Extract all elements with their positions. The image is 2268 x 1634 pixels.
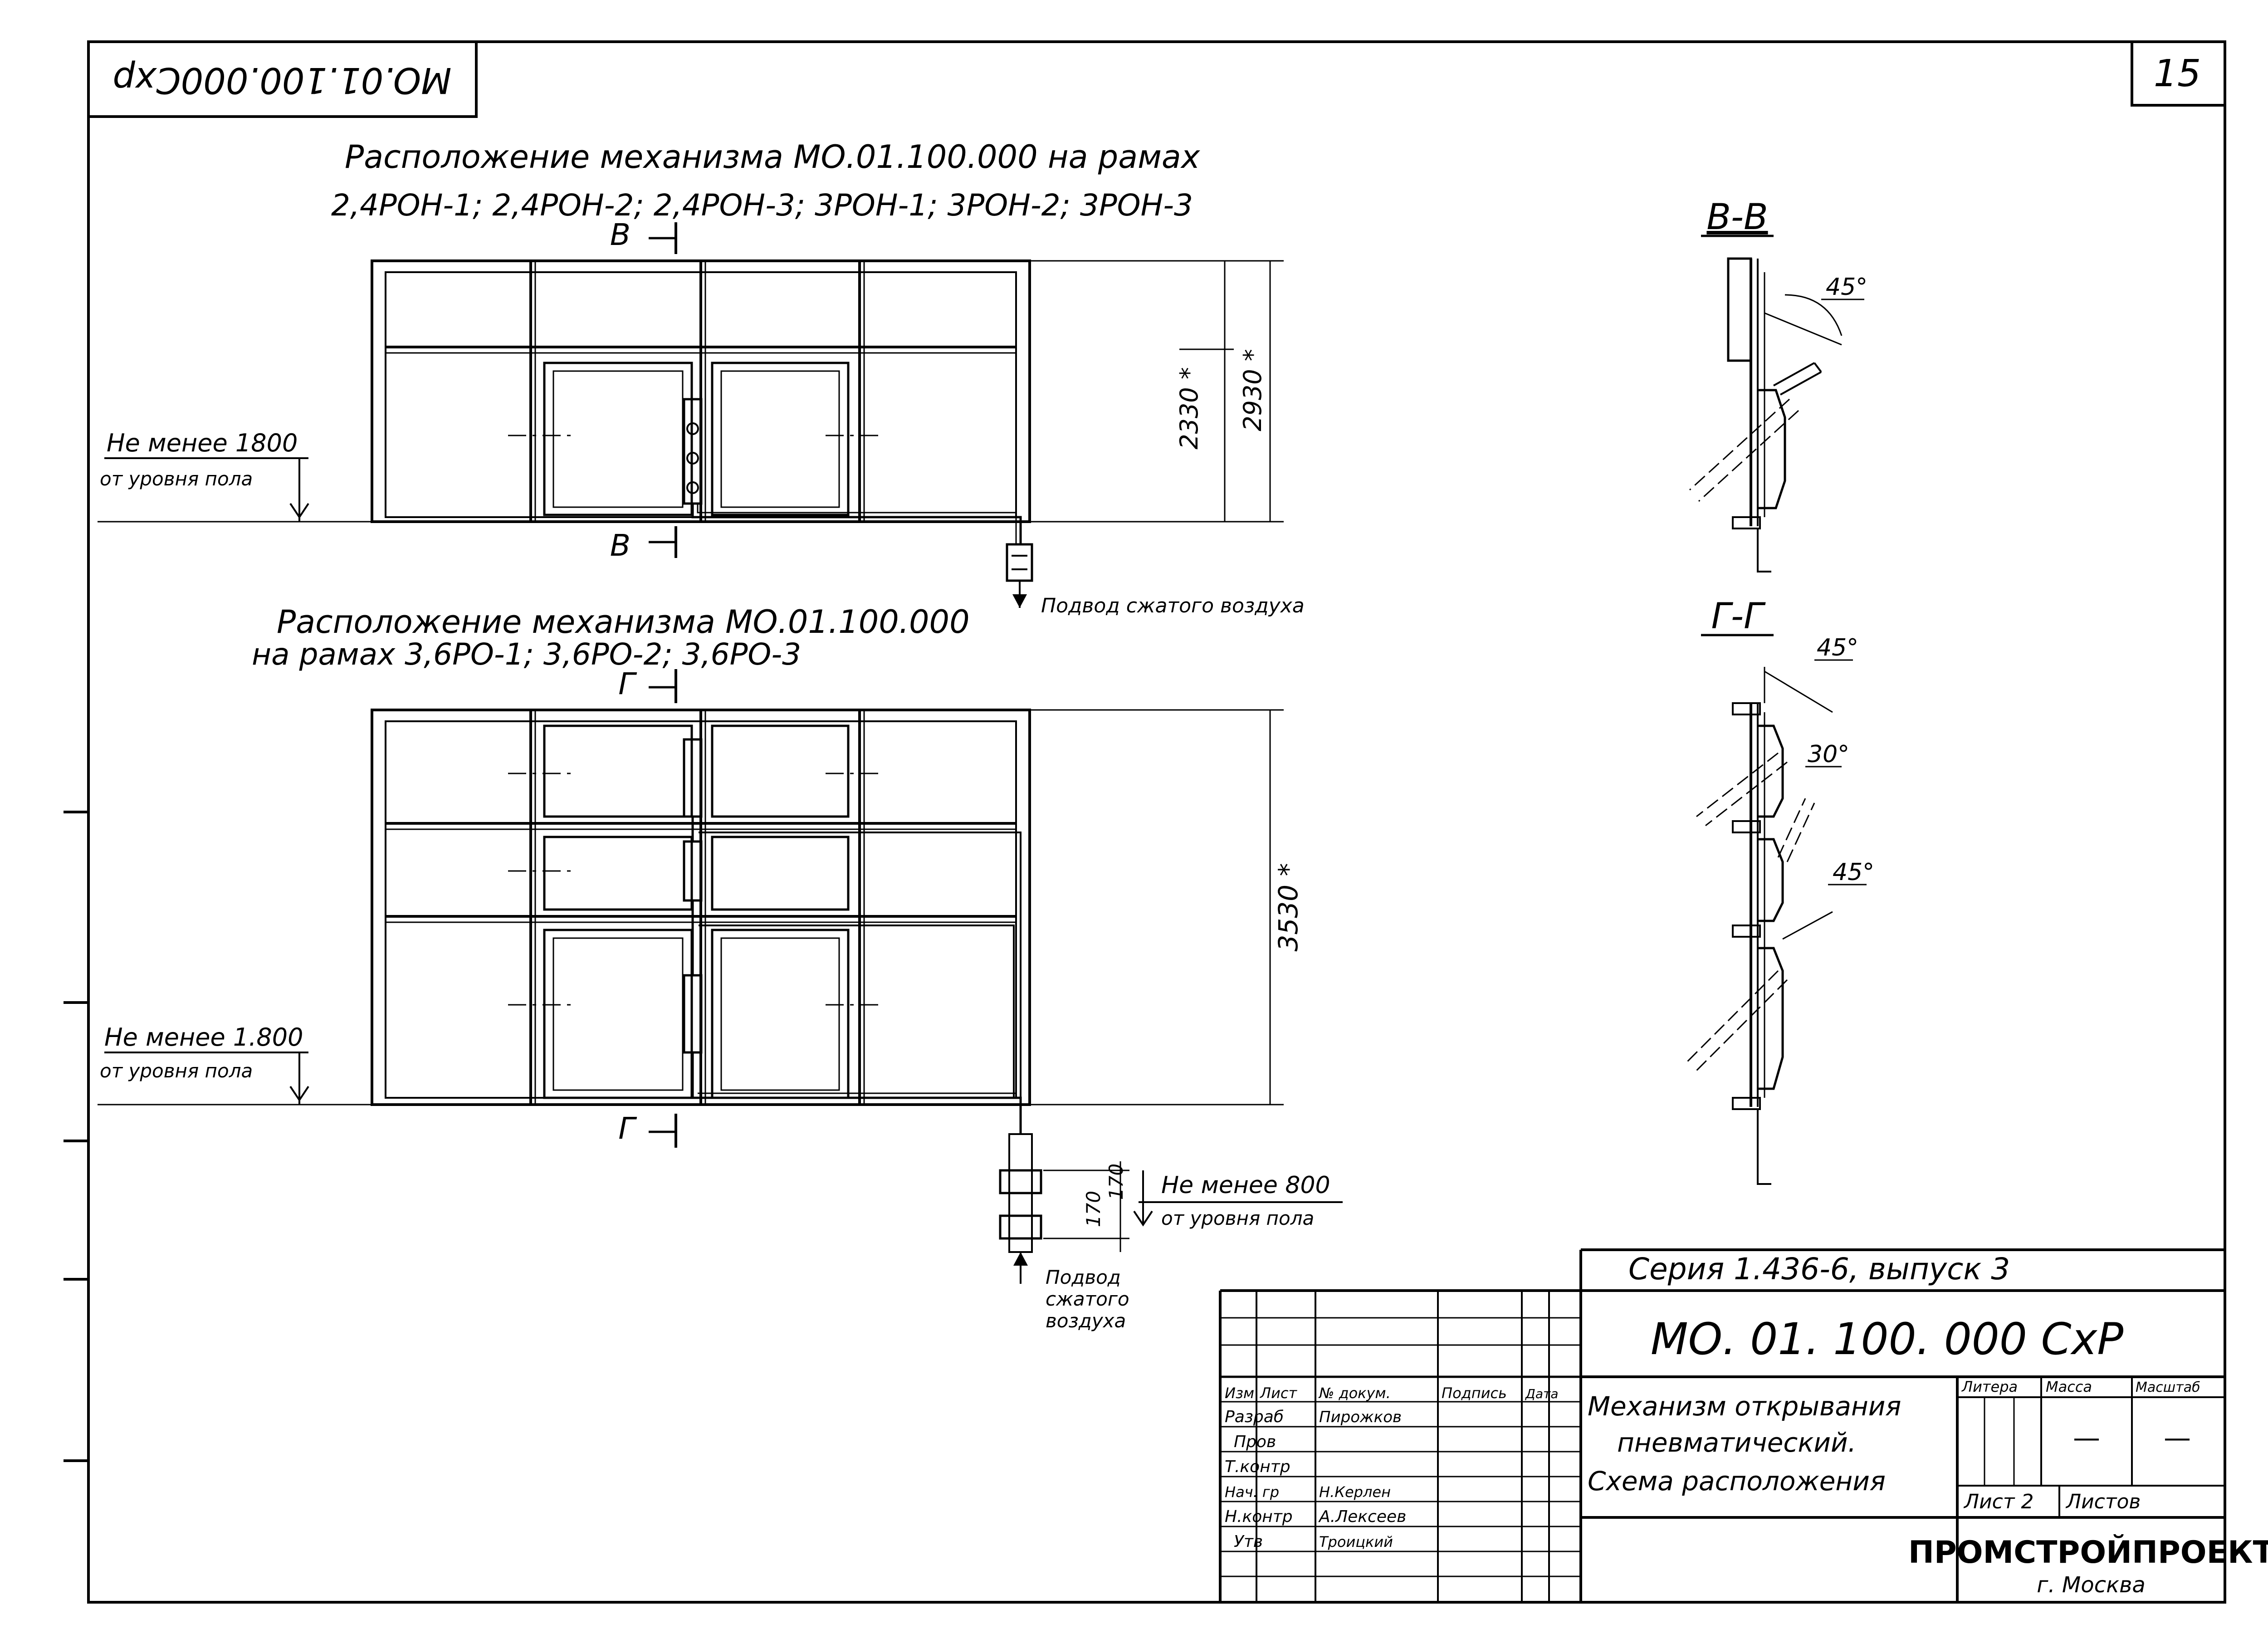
bottom-title-line2: на рамах 3,6РО-1; 3,6РО-2; 3,6РО-3 xyxy=(252,637,801,672)
row-utv-name: Троицкий xyxy=(1319,1533,1393,1551)
org-city: г. Москва xyxy=(2037,1572,2146,1598)
top-air-supply: Подвод сжатого воздуха xyxy=(1041,594,1305,617)
col-date: Дата xyxy=(1525,1386,1559,1401)
masshtab-value: — xyxy=(2164,1422,2191,1454)
section-bb-profile xyxy=(1689,257,1843,572)
bottom-height-sublabel: от уровня пола xyxy=(100,1060,253,1082)
section-gg-profile xyxy=(1686,667,1833,1185)
top-dim-outer: 2930 * xyxy=(1238,349,1267,431)
title-series: Серия 1.436-6, выпуск 3 xyxy=(1628,1252,2010,1287)
bottom-section-mark-bottom: Г xyxy=(618,1111,637,1146)
bottom-air-sublabel: от уровня пола xyxy=(1161,1207,1314,1229)
section-gg-title: Г-Г xyxy=(1711,596,1766,637)
bottom-section-mark-top: Г xyxy=(618,666,637,701)
masshtab-label: Масштаб xyxy=(2136,1380,2200,1395)
col-doc: № докум. xyxy=(1318,1384,1391,1402)
bottom-height-label: Не менее 1.800 xyxy=(104,1023,303,1052)
title-doc-code: МО. 01. 100. 000 СхР xyxy=(1651,1314,2123,1365)
bottom-dim-small-2: 170 xyxy=(1105,1164,1127,1200)
row-nkontr-name: А.Лексеев xyxy=(1318,1507,1406,1526)
bottom-dim-small-1: 170 xyxy=(1082,1191,1105,1227)
section-gg-angle-3: 45° xyxy=(1833,859,1874,886)
col-izm: Изм xyxy=(1225,1384,1254,1402)
row-nkontr: Н.контр xyxy=(1225,1507,1293,1526)
bottom-air-supply-1: Подвод xyxy=(1046,1266,1121,1288)
row-razrab: Разраб xyxy=(1225,1408,1284,1426)
title-name-line3: Схема расположения xyxy=(1588,1466,1886,1497)
page-number: 15 xyxy=(2154,52,2201,95)
top-height-sublabel: от уровня пола xyxy=(100,468,253,490)
row-prov: Пров xyxy=(1234,1433,1276,1451)
row-utv: Утв xyxy=(1234,1532,1263,1551)
sheet-frame xyxy=(64,40,2226,1604)
top-title-line1: Расположение механизма МО.01.100.000 на … xyxy=(345,138,1200,176)
top-frame-elevation xyxy=(98,222,1284,608)
col-sign: Подпись xyxy=(1442,1384,1507,1402)
bottom-air-supply-3: воздуха xyxy=(1046,1310,1126,1332)
bottom-air-supply-2: сжатого xyxy=(1046,1288,1129,1310)
row-nach: Нач. гр xyxy=(1225,1483,1279,1501)
section-bb-title: В-В xyxy=(1706,197,1768,238)
bottom-frame-elevation xyxy=(98,669,1343,1284)
section-gg-angle-2: 30° xyxy=(1808,741,1849,768)
col-list: Лист xyxy=(1260,1384,1297,1402)
row-nach-name: Н.Керлен xyxy=(1319,1483,1391,1501)
top-dim-inner: 2330 * xyxy=(1175,367,1203,450)
litera-label: Литера xyxy=(1961,1378,2018,1395)
listov-label: Листов xyxy=(2065,1490,2141,1513)
massa-label: Масса xyxy=(2046,1378,2092,1395)
list-label: Лист 2 xyxy=(1963,1490,2033,1513)
top-section-mark-bottom: В xyxy=(610,528,631,563)
row-razrab-name: Пирожков xyxy=(1319,1408,1402,1426)
section-gg-angle-1: 45° xyxy=(1817,634,1858,661)
top-code-stamp: MO.01.100.000Cхр xyxy=(112,59,451,100)
top-section-mark-top: В xyxy=(610,217,631,252)
bottom-dim-height: 3530 * xyxy=(1273,863,1304,951)
top-title-line2: 2,4РОН-1; 2,4РОН-2; 2,4РОН-3; 3РОН-1; 3Р… xyxy=(331,188,1193,223)
row-tkontr: Т.контр xyxy=(1225,1458,1290,1476)
title-name-line2: пневматический. xyxy=(1617,1427,1856,1458)
title-block xyxy=(1219,1248,2225,1602)
section-bb-angle: 45° xyxy=(1826,274,1867,301)
title-name-line1: Механизм открывания xyxy=(1588,1391,1901,1422)
bottom-air-label: Не менее 800 xyxy=(1161,1172,1330,1199)
org-name: ПРОМСТРОЙПРОЕКТ xyxy=(1908,1534,2268,1570)
massa-value: — xyxy=(2073,1422,2100,1454)
top-height-label: Не менее 1800 xyxy=(107,429,298,457)
bottom-title-line1: Расположение механизма МО.01.100.000 xyxy=(277,603,970,641)
